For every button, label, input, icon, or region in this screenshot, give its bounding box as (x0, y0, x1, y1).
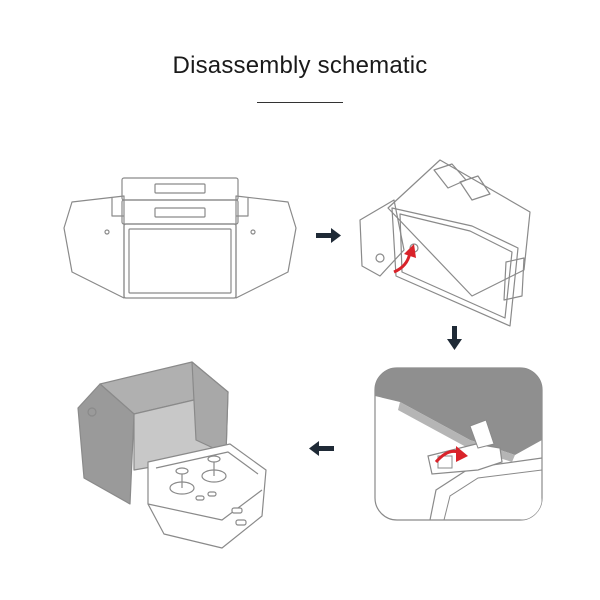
closeup-shade-top (375, 368, 542, 455)
right-wing (235, 195, 297, 299)
center-panel (123, 223, 237, 299)
hinge-mid (459, 175, 491, 201)
bracket-screw (375, 253, 385, 263)
left-wing-tab (111, 198, 124, 217)
step-3-clip-closeup (374, 367, 543, 521)
side-bracket (359, 199, 405, 277)
rotate-arrow-red-head (404, 244, 416, 258)
right-wing-tab (236, 198, 249, 217)
page-title: Disassembly schematic (172, 52, 428, 79)
step-1-unfolded-sunhood (63, 177, 297, 299)
closeup-clip (427, 443, 503, 475)
left-wing (63, 195, 125, 299)
hood-right-panel (191, 361, 229, 455)
right-stick-cap (207, 455, 221, 463)
closeup-controller-inner (443, 469, 542, 520)
flow-arrow-down (447, 326, 462, 350)
controller-button (235, 519, 247, 526)
back-panel (387, 159, 531, 297)
left-stick-cap (175, 467, 189, 475)
front-panel-inner (399, 213, 513, 319)
top-flap-inner (121, 199, 239, 225)
closeup-hinge (469, 419, 495, 449)
top-flap-outer (121, 177, 239, 201)
step-4-sunhood-on-controller (77, 361, 267, 549)
controller-side-edge (147, 489, 263, 521)
left-wing-hole (104, 229, 110, 235)
middle-flap-slot (154, 207, 206, 218)
title-underline (257, 102, 343, 103)
flow-arrow-left (309, 441, 334, 456)
top-flap-slot (154, 183, 206, 194)
front-panel (391, 207, 519, 327)
release-arrow-red-head (456, 446, 468, 462)
controller-button (195, 495, 205, 501)
controller-body (147, 443, 267, 549)
hood-left-panel (77, 383, 135, 505)
step-2-folding-sunhood (359, 159, 531, 327)
controller-button (231, 507, 243, 514)
right-wing-hole (250, 229, 256, 235)
hood-screw (87, 407, 97, 417)
controller-button (207, 491, 217, 497)
controller-top-edge (155, 451, 259, 475)
flow-arrow-right (316, 228, 341, 243)
center-panel-inner (128, 228, 232, 294)
lower-bracket (503, 257, 525, 301)
